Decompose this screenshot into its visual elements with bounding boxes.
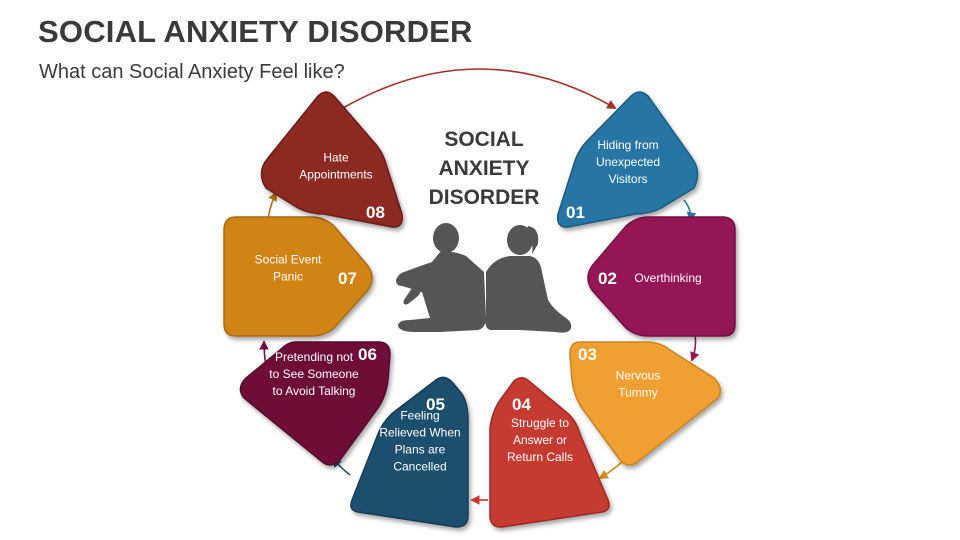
segment-label-line: Unexpected: [596, 155, 660, 169]
center-title: SOCIAL ANXIETY DISORDER: [429, 128, 540, 209]
segment-label-line: Struggle to: [511, 416, 569, 430]
svg-text:ANXIETY: ANXIETY: [438, 157, 529, 180]
segment-02-text: Overthinking: [634, 271, 701, 285]
arrow-08-to-01: [343, 69, 615, 108]
segment-label-line: to Avoid Talking: [273, 384, 356, 398]
segment-label-line: Social Event: [255, 253, 322, 267]
segment-02-number: 02: [598, 269, 617, 288]
segment-label-line: Hate: [323, 151, 349, 165]
segment-label-line: Panic: [273, 270, 303, 284]
segment-06-text: Pretending not to See Someone to Avoid Tal…: [269, 350, 359, 398]
sitting-people-illustration: [396, 223, 571, 333]
segment-03-number: 03: [578, 345, 597, 364]
segment-label-line: to See Someone: [269, 367, 359, 381]
segment-label-line: Visitors: [608, 172, 647, 186]
segment-label-line: Plans are: [395, 443, 446, 457]
segment-label-line: Cancelled: [393, 460, 446, 474]
segment-label-line: Appointments: [299, 168, 372, 182]
segment-07-number: 07: [338, 269, 357, 288]
segment-label-line: Return Calls: [507, 450, 573, 464]
segment-02: Overthinking 02: [588, 217, 735, 336]
segment-label-line: Hiding from: [597, 138, 658, 152]
arrow-07-to-08: [268, 193, 276, 220]
segment-08-number: 08: [366, 203, 385, 222]
segment-label-line: Pretending not: [275, 350, 354, 364]
segment-label-line: Relieved When: [379, 426, 460, 440]
segment-04-number: 04: [512, 395, 531, 414]
segment-label-line: Overthinking: [634, 271, 701, 285]
segment-06: Pretending not to See Someone to Avoid Tal…: [240, 342, 390, 465]
arrow-02-to-03: [692, 335, 696, 360]
segment-05-number: 05: [426, 395, 445, 414]
segment-01-number: 01: [566, 203, 585, 222]
segment-04-text: Struggle to Answer or Return Calls: [507, 416, 573, 464]
segment-label-line: Tummy: [618, 386, 658, 400]
svg-text:DISORDER: DISORDER: [429, 186, 540, 209]
segment-label-line: Answer or: [513, 433, 567, 447]
segment-label-line: Nervous: [616, 369, 661, 383]
svg-text:SOCIAL: SOCIAL: [444, 128, 524, 151]
segment-06-number: 06: [358, 345, 377, 364]
